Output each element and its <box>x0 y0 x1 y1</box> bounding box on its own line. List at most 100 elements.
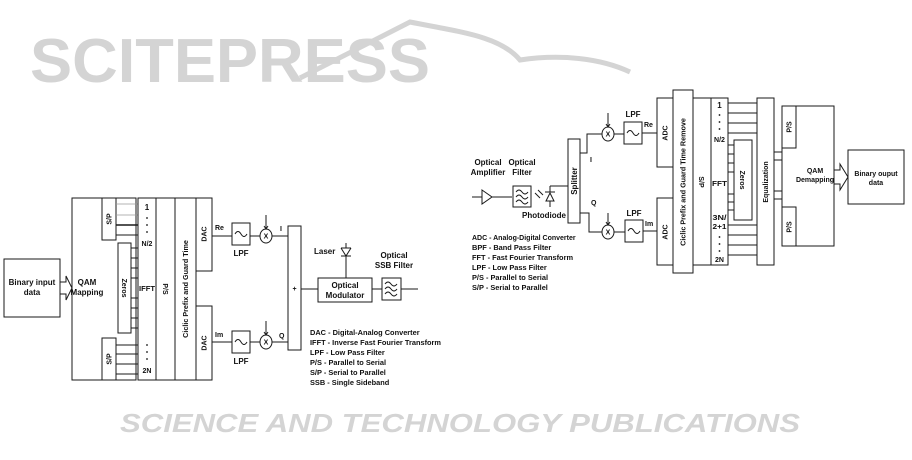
rx-zeros-label: Zeros <box>738 170 745 189</box>
rx-im-label: Im <box>645 221 653 228</box>
rx-q-label: Q <box>591 200 597 207</box>
rx-mixer-top-symbol: X <box>606 132 611 139</box>
legend-item: S/P - Serial to Parallel <box>310 368 386 377</box>
watermark-swoosh-icon <box>298 19 632 81</box>
fft-label-half: N/2 <box>714 137 725 144</box>
mixer-top-symbol: X <box>264 234 269 241</box>
ps-label: P/S <box>161 283 168 295</box>
fft-label-1: 1 <box>717 101 722 110</box>
rx-ps-top-box <box>781 105 797 149</box>
equalization-box <box>756 97 775 266</box>
rx-sp-label: S/P <box>697 176 704 188</box>
mixer-bottom-symbol: X <box>264 340 269 347</box>
legend-item: LPF - Low Pass Filter <box>310 348 385 357</box>
adc-top-label: ADC <box>663 125 670 140</box>
qam-mapping-label-2: Mapping <box>71 288 104 297</box>
rx-re-label: Re <box>644 122 653 129</box>
fft-label: FFT <box>712 181 728 188</box>
optical-amplifier-label-2: Amplifier <box>471 168 506 177</box>
adc-bottom-label: ADC <box>663 224 670 239</box>
lpf-bottom-label: LPF <box>233 357 248 366</box>
sp-top-box <box>101 197 117 241</box>
rx-lpf-top-label: LPF <box>625 110 640 119</box>
laser-diode-icon <box>340 247 352 257</box>
legend-item: P/S - Parallel to Serial <box>310 358 386 367</box>
optical-modulator-label-2: Modulator <box>326 291 365 300</box>
legend-item: IFFT - Inverse Fast Fourier Transform <box>310 338 441 347</box>
splitter-label: Splitter <box>570 167 579 195</box>
laser-label: Laser <box>314 247 335 256</box>
zeros-label: Zeros <box>120 278 127 297</box>
rx-i-label: I <box>590 157 592 164</box>
rx-lpf-bottom-label: LPF <box>626 209 641 218</box>
legend-item: S/P - Serial to Parallel <box>472 283 548 292</box>
legend-item: DAC - Digital-Analog Converter <box>310 328 420 337</box>
optical-filter-label-1: Optical <box>508 158 535 167</box>
photodiode-icon <box>545 191 555 202</box>
ifft-label-half: N/2 <box>142 241 153 248</box>
optical-filter-wave-icon <box>515 189 529 205</box>
output-block-arrow-icon <box>834 162 849 192</box>
fft-box <box>710 97 729 266</box>
dac-bottom-label: DAC <box>202 335 209 350</box>
summing-block <box>287 225 302 351</box>
binary-input-label-1: Binary input <box>9 278 56 287</box>
fft-label-3n: 3N/ <box>713 215 727 222</box>
rx-zeros-lines <box>728 144 734 211</box>
dac-bottom-box <box>195 305 213 381</box>
optical-modulator-box <box>317 277 373 303</box>
cp-remove-label: Ciclic Prefix and Guard Time Remove <box>679 118 688 246</box>
cyclic-prefix-box <box>174 197 197 381</box>
fft-label-2p1: 2+1 <box>713 224 727 231</box>
watermark-brand: SCITEPRESS <box>30 27 430 96</box>
qam-mapping-label-1: QAM <box>78 278 97 287</box>
q-label: Q <box>279 333 285 340</box>
binary-input-label-2: data <box>24 288 41 297</box>
im-label: Im <box>215 332 223 339</box>
optical-amplifier-label-1: Optical <box>474 158 501 167</box>
binary-output-label-2: data <box>869 180 884 187</box>
watermark-tagline: SCIENCE AND TECHNOLOGY PUBLICATIONS <box>120 408 801 438</box>
optical-filter-label-2: Filter <box>512 168 532 177</box>
ssb-filter-wave-icon <box>384 281 398 297</box>
cyclic-prefix-label: Ciclic Prefix and Guard Time <box>181 240 190 338</box>
fft-output-lines <box>728 102 757 256</box>
i-label: I <box>280 226 282 233</box>
qam-demapping-label-2: Demapping <box>796 177 834 184</box>
rx-ps-top-label: P/S <box>787 121 794 133</box>
legend-item: ADC - Analog-Digital Converter <box>472 235 576 242</box>
fft-label-2n: 2N <box>715 257 724 264</box>
ssb-filter-label-1: Optical <box>380 251 407 260</box>
photodiode-label: Photodiode <box>522 211 567 220</box>
optical-amplifier-icon <box>481 189 493 205</box>
ifft-label-1: 1 <box>145 203 150 212</box>
rx-zeros-box <box>733 139 753 221</box>
binary-output-box <box>847 149 905 205</box>
lpf-bottom-wave-icon <box>234 339 248 345</box>
legend-item: FFT - Fast Fourier Transform <box>472 253 573 262</box>
binary-input-box <box>3 258 61 318</box>
zeros-box <box>117 242 132 334</box>
rx-ps-bottom-box <box>781 206 797 247</box>
receiver: Optical Amplifier Optical Filter Photodi… <box>471 89 905 292</box>
sp-top-label: S/P <box>107 213 114 225</box>
watermark: SCITEPRESS SCIENCE AND TECHNOLOGY PUBLIC… <box>30 19 801 438</box>
legend-item: SSB - Single Sideband <box>310 378 390 387</box>
ifft-label: IFFT <box>139 286 156 293</box>
transmitter-legend: DAC - Digital-Analog Converter IFFT - In… <box>310 328 441 387</box>
rx-ps-bottom-label: P/S <box>787 221 794 233</box>
receiver-legend: ADC - Analog-Digital Converter BPF - Ban… <box>472 235 576 292</box>
rx-lpf-top-wave-icon <box>626 130 640 136</box>
sp-bottom-label: S/P <box>107 353 114 365</box>
equalization-label: Equalization <box>763 161 770 202</box>
transmitter: Binary input data QAM Mapping S/P S/P Ze… <box>3 197 441 387</box>
lpf-top-label: LPF <box>233 249 248 258</box>
qam-demapping-label-1: QAM <box>807 168 824 175</box>
legend-item: BPF - Band Pass Filter <box>472 243 551 252</box>
zeros-lines <box>131 247 138 329</box>
sum-label: + <box>292 286 296 293</box>
lpf-top-wave-icon <box>234 231 248 237</box>
legend-item: P/S - Parallel to Serial <box>472 273 548 282</box>
ifft-label-2n: 2N <box>143 368 152 375</box>
ssb-filter-label-2: SSB Filter <box>375 261 413 270</box>
